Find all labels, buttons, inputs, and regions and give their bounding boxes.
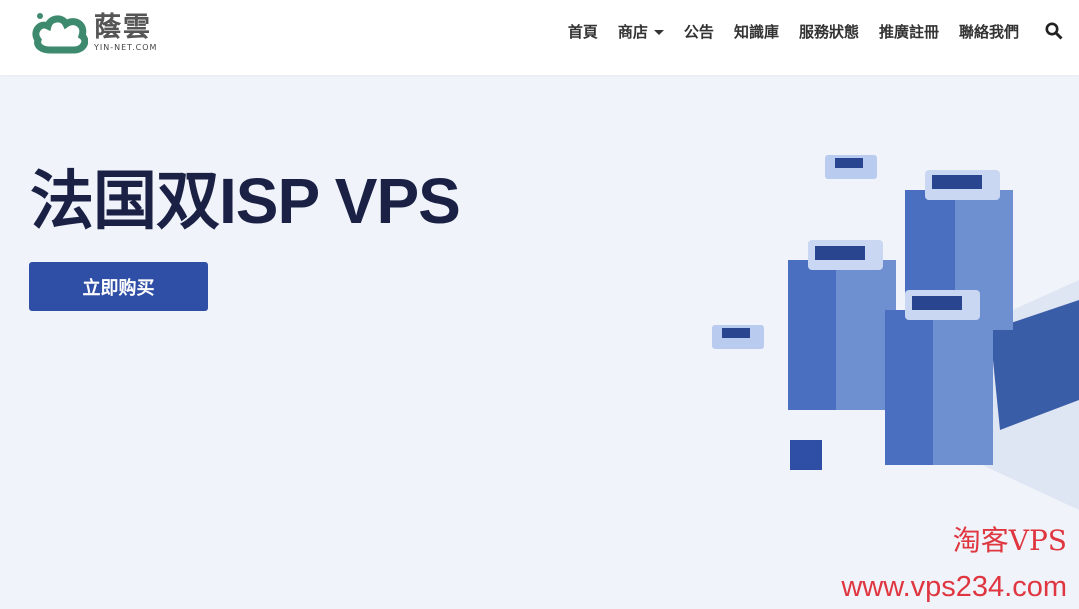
nav-affiliate[interactable]: 推廣註冊 [878,23,939,41]
watermark-brand: 淘客VPS [952,524,1067,557]
logo-name: 蔭雲 [94,11,152,43]
logo[interactable]: 蔭雲 YIN-NET.COM [30,10,157,54]
hero-title: 法国双ISP VPS [30,165,461,237]
nav-contact[interactable]: 聯絡我們 [958,23,1019,41]
header: 蔭雲 YIN-NET.COM 首頁 商店 公告 知識庫 服務狀態 推廣註冊 聯絡… [0,0,1079,75]
nav-store[interactable]: 商店 [618,22,664,42]
nav-home[interactable]: 首頁 [567,23,598,41]
watermark-url: www.vps234.com [841,571,1067,603]
nav-knowledgebase[interactable]: 知識庫 [733,23,779,41]
server-illustration [712,155,1079,510]
main-nav: 首頁 商店 公告 知識庫 服務狀態 推廣註冊 聯絡我們 [568,22,1019,42]
nav-announcements[interactable]: 公告 [683,23,714,41]
buy-now-button[interactable]: 立即购买 [29,262,208,311]
logo-domain: YIN-NET.COM [94,42,158,52]
nav-service-status[interactable]: 服務狀態 [798,23,859,41]
nav-store-label: 商店 [617,23,648,41]
cloud-logo-icon [32,13,88,54]
search-icon[interactable] [1045,22,1063,40]
caret-down-icon [653,30,664,35]
